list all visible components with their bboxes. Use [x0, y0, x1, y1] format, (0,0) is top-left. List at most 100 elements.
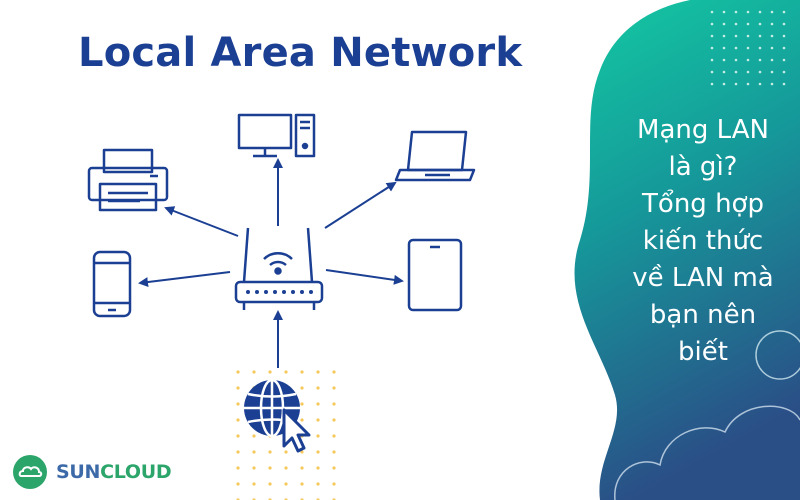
- decorative-dot: [332, 370, 336, 374]
- laptop-icon: [394, 130, 476, 182]
- arrow-to-tablet: [325, 269, 404, 285]
- headline-line: Mạng LAN: [637, 115, 769, 145]
- decorative-dot: [758, 34, 762, 38]
- decorative-dot: [782, 58, 786, 62]
- decorative-dot: [758, 46, 762, 50]
- decorative-dot: [758, 58, 762, 62]
- decorative-cloud: [614, 405, 800, 500]
- arrow-to-printer: [164, 206, 239, 237]
- tablet-icon: [407, 238, 463, 312]
- decorative-dot: [236, 370, 240, 374]
- decorative-dot: [316, 450, 320, 454]
- decorative-dot: [236, 450, 240, 454]
- decorative-dot: [782, 34, 786, 38]
- decorative-dot: [332, 434, 336, 438]
- arrow-to-laptop: [324, 181, 397, 229]
- decorative-dot: [316, 434, 320, 438]
- decorative-dot: [236, 466, 240, 470]
- connection-arrows: [138, 158, 404, 368]
- decorative-dot: [734, 46, 738, 50]
- arrow-to-phone: [138, 271, 231, 287]
- decorative-dot: [252, 450, 256, 454]
- router-icon: [234, 227, 324, 310]
- decorative-dot: [782, 22, 786, 26]
- decorative-dot: [268, 466, 272, 470]
- headline-line: về LAN mà: [632, 263, 774, 293]
- decorative-dot: [300, 370, 304, 374]
- decorative-dot: [770, 10, 774, 14]
- printer-icon: [87, 148, 169, 212]
- router-port: [246, 290, 250, 294]
- decorative-dot: [300, 466, 304, 470]
- decorative-dot: [734, 22, 738, 26]
- decorative-dot: [332, 466, 336, 470]
- decorative-dot: [770, 70, 774, 74]
- decorative-dot: [710, 58, 714, 62]
- decorative-dot: [236, 386, 240, 390]
- decorative-dot: [316, 418, 320, 422]
- decorative-dot: [300, 450, 304, 454]
- decorative-dot: [300, 418, 304, 422]
- decorative-dot: [746, 34, 750, 38]
- decorative-dot: [770, 46, 774, 50]
- decorative-dot: [782, 10, 786, 14]
- decorative-dot: [268, 482, 272, 486]
- decorative-dot: [316, 482, 320, 486]
- headline-line: Tổng hợp: [642, 189, 764, 219]
- decorative-dot: [236, 482, 240, 486]
- decorative-dot: [770, 58, 774, 62]
- decorative-dot: [722, 46, 726, 50]
- decorative-dot: [284, 482, 288, 486]
- router-port: [309, 290, 313, 294]
- headline: Mạng LAN là gì? Tổng hợp kiến thức về LA…: [608, 112, 798, 371]
- decorative-dot: [252, 434, 256, 438]
- smartphone-icon: [92, 250, 132, 318]
- router-port: [291, 290, 295, 294]
- decorative-dot: [268, 370, 272, 374]
- decorative-dot: [284, 466, 288, 470]
- decorative-dot: [734, 10, 738, 14]
- decorative-dot: [782, 70, 786, 74]
- headline-line: kiến thức: [642, 226, 764, 256]
- router-port: [282, 290, 286, 294]
- decorative-dot: [710, 10, 714, 14]
- decorative-dot: [722, 10, 726, 14]
- decorative-dot: [746, 70, 750, 74]
- router-port: [264, 290, 268, 294]
- decorative-dot: [770, 82, 774, 86]
- decorative-dot: [746, 22, 750, 26]
- decorative-circle: [755, 330, 800, 380]
- decorative-dot: [722, 58, 726, 62]
- router-ports: [246, 290, 313, 294]
- decorative-dot: [710, 46, 714, 50]
- decorative-dot: [758, 10, 762, 14]
- decorative-dot: [316, 386, 320, 390]
- decorative-dot: [734, 70, 738, 74]
- decorative-dot: [332, 450, 336, 454]
- decorative-dot: [746, 58, 750, 62]
- brand-name-sun: SUN: [56, 461, 101, 483]
- decorative-dot: [316, 466, 320, 470]
- decorative-dot: [300, 402, 304, 406]
- decorative-dot: [746, 82, 750, 86]
- decorative-dot: [722, 70, 726, 74]
- desktop-computer-icon: [237, 113, 316, 158]
- decorative-dot: [770, 34, 774, 38]
- globe-cursor-icon: [244, 378, 311, 453]
- decorative-dot: [268, 450, 272, 454]
- decorative-dot: [758, 22, 762, 26]
- decorative-dot: [252, 466, 256, 470]
- router-port: [255, 290, 259, 294]
- decorative-dot: [722, 82, 726, 86]
- decorative-dot: [710, 34, 714, 38]
- decorative-dot: [316, 402, 320, 406]
- decorative-dots-top: [710, 10, 786, 86]
- decorative-dot: [316, 370, 320, 374]
- decorative-dot: [782, 46, 786, 50]
- decorative-dot: [770, 22, 774, 26]
- decorative-dot: [300, 386, 304, 390]
- brand-name-cloud: CLOUD: [100, 461, 172, 483]
- decorative-dot: [710, 22, 714, 26]
- decorative-dot: [332, 402, 336, 406]
